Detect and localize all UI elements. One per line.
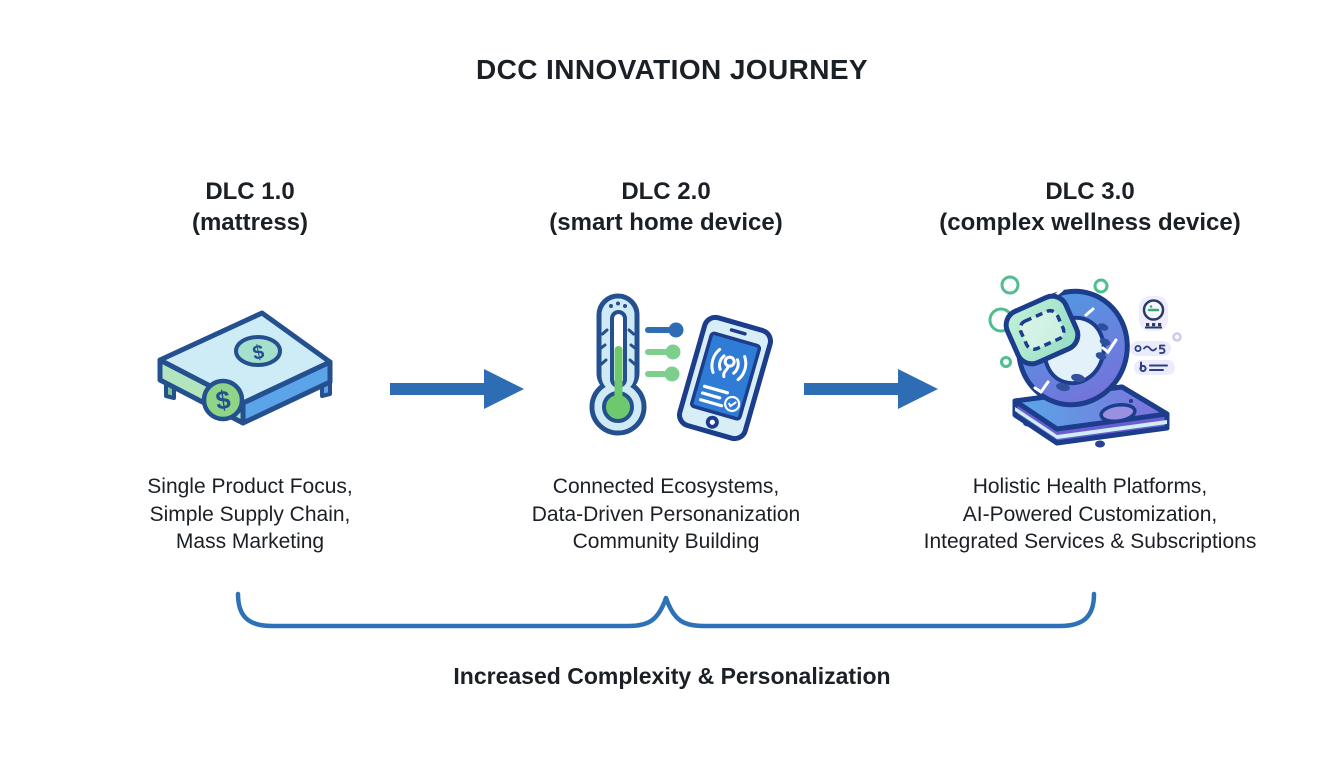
description-line: Integrated Services & Subscriptions [923, 530, 1257, 553]
connection-lines-icon [645, 322, 684, 382]
description-line: Community Building [572, 530, 760, 553]
stage-2-header: DLC 2.0 (smart home device) [476, 176, 856, 238]
arrow-right-icon [390, 369, 524, 409]
wifi-signal-icon [710, 347, 748, 382]
smartwatch-dock-icon [988, 275, 1182, 448]
stage-1-name: DLC 1.0 [205, 178, 295, 205]
smartphone-icon [676, 314, 774, 442]
band-holes [1056, 323, 1111, 392]
sparkle-marks [1033, 288, 1118, 395]
description-line: Mass Marketing [175, 530, 325, 553]
thermometer-smartphone-icon [589, 293, 774, 442]
curly-brace-icon [235, 591, 1097, 629]
description-line: AI-Powered Customization, [962, 502, 1218, 526]
avatar-bubble-icon [1139, 296, 1168, 331]
stage-2-name: DLC 2.0 [621, 178, 711, 205]
thermometer-icon [589, 293, 647, 436]
description-line: Holistic Health Platforms, [972, 475, 1208, 498]
stage-2-subtitle: (smart home device) [549, 209, 783, 236]
message-chip-icon [1134, 360, 1175, 375]
description-line: Data-Driven Personanization [531, 502, 801, 526]
stage-1-subtitle: (mattress) [191, 209, 309, 236]
stage-2-description: Connected Ecosystems, Data-Driven Person… [476, 473, 856, 556]
stage-3-description: Holistic Health Platforms, AI-Powered Cu… [880, 473, 1300, 556]
mattress-dollar-icon: $ $ [157, 310, 333, 426]
stage-3-subtitle: (complex wellness device) [939, 209, 1241, 236]
stage-1-header: DLC 1.0 (mattress) [60, 176, 440, 238]
watch-face [1003, 293, 1081, 367]
arrow-right-icon [804, 369, 938, 409]
dollar-sign-top: $ [251, 341, 266, 365]
small-dot-decoration [1172, 332, 1182, 342]
stage-3-header: DLC 3.0 (complex wellness device) [890, 176, 1290, 238]
dock-foot [1095, 440, 1105, 448]
description-line: Connected Ecosystems, [552, 475, 780, 498]
footer-label: Increased Complexity & Personalization [453, 663, 891, 689]
page-title: DCC INNOVATION JOURNEY [475, 54, 868, 85]
message-chip-icon [1130, 341, 1171, 356]
stage-3-name: DLC 3.0 [1045, 178, 1135, 205]
stage-1-description: Single Product Focus, Simple Supply Chai… [60, 473, 440, 556]
description-line: Simple Supply Chain, [149, 502, 351, 526]
dollar-sign-front: $ [214, 384, 233, 416]
description-line: Single Product Focus, [147, 475, 353, 498]
